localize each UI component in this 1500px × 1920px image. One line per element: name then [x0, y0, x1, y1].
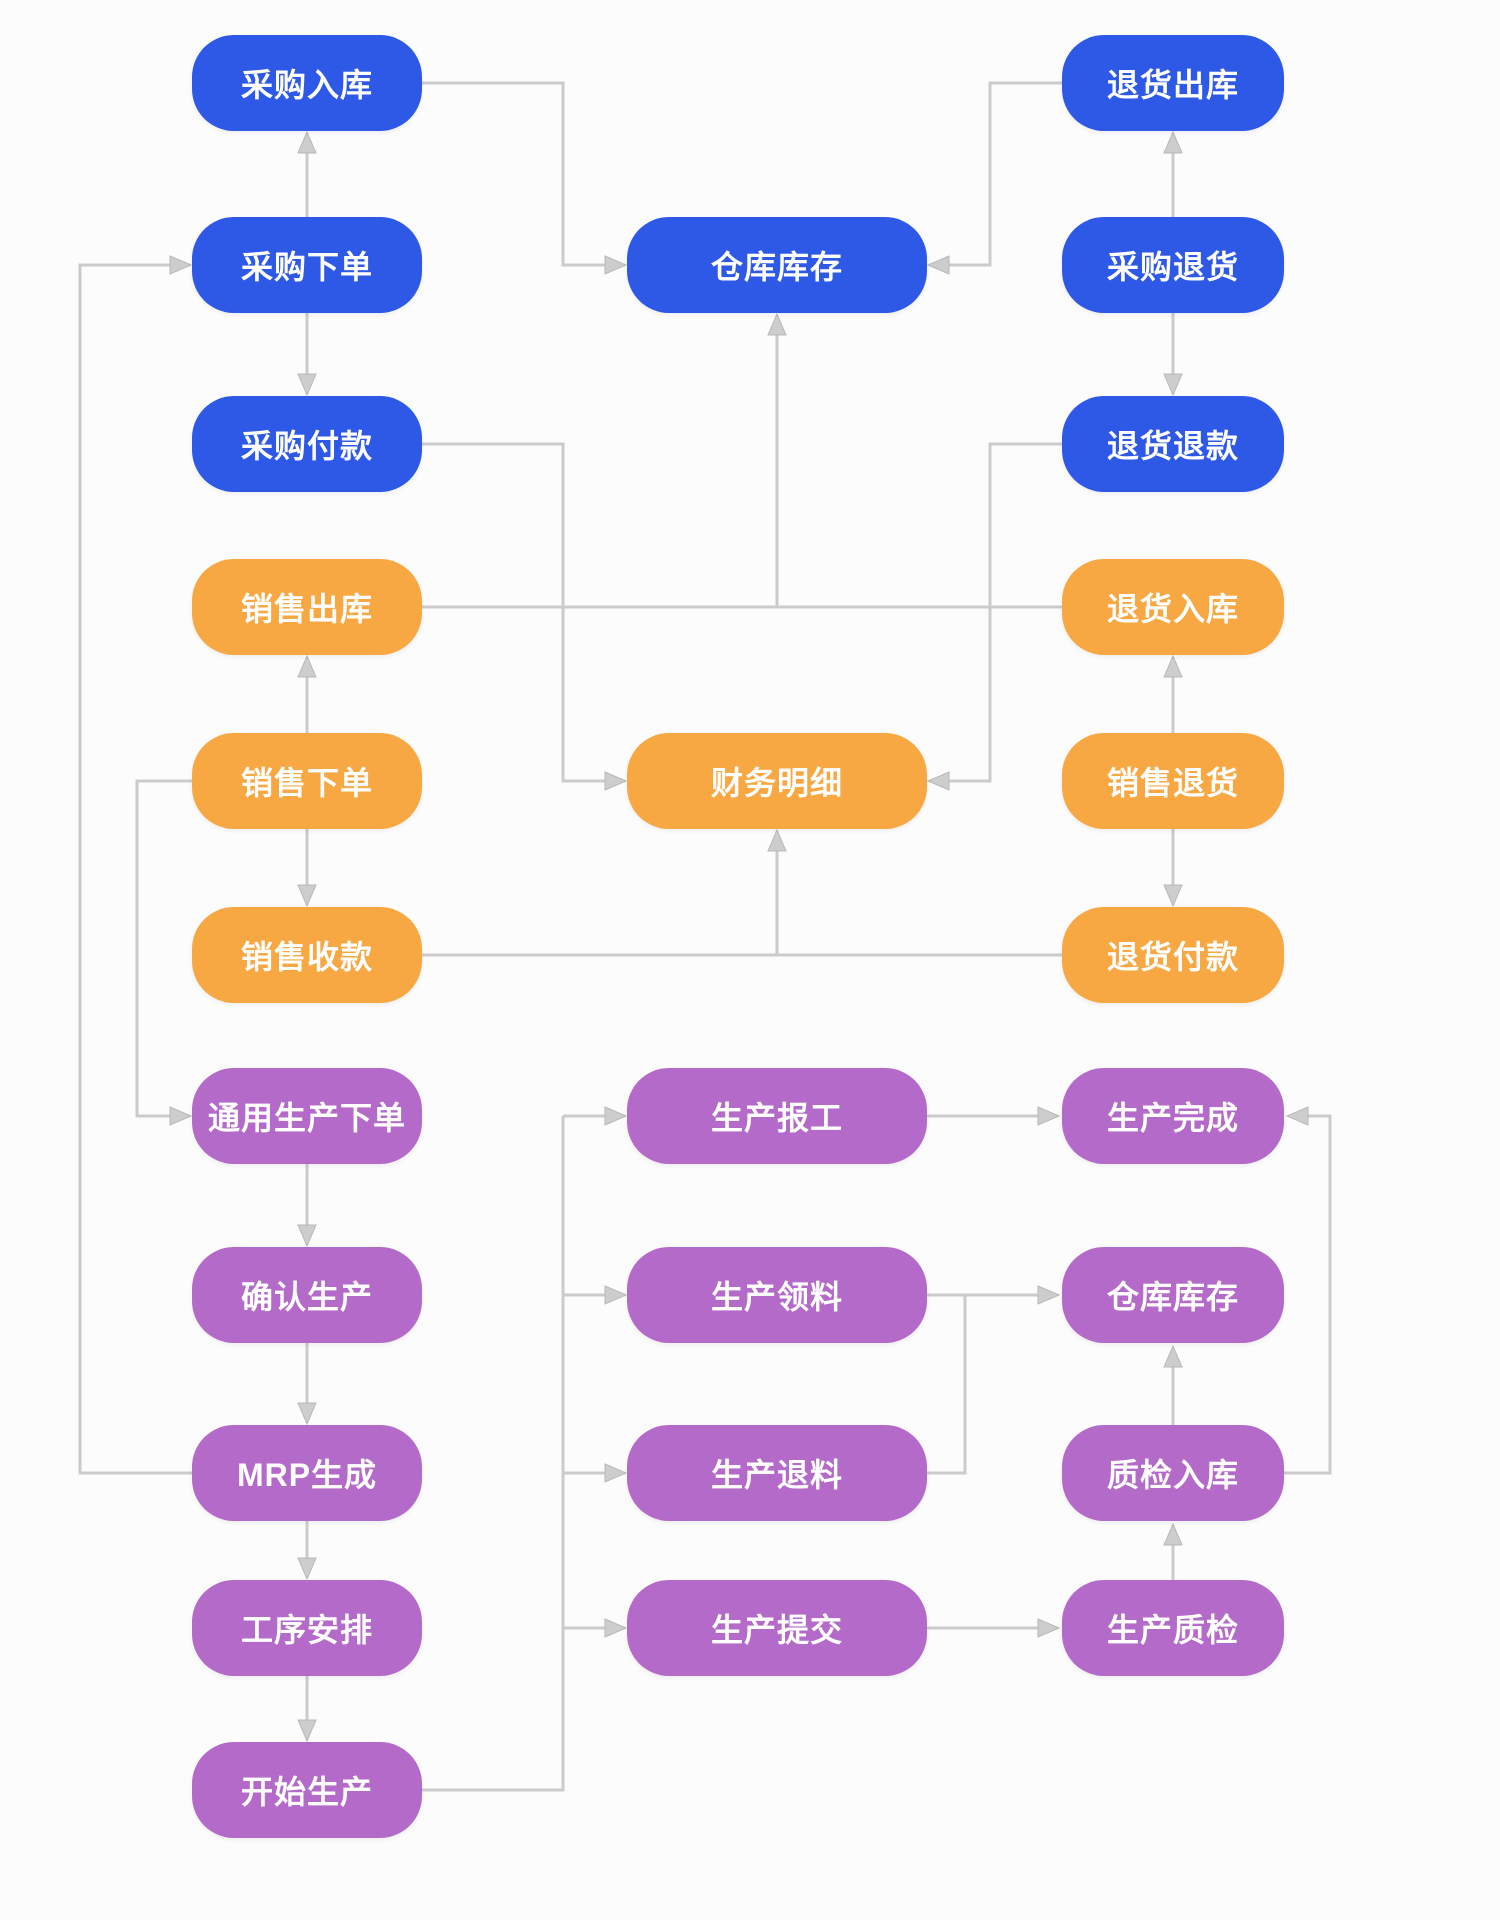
- node-return-outbound: 退货出库: [1062, 35, 1284, 131]
- node-label: 采购退货: [1106, 249, 1239, 285]
- edge-production-material-return-picking-line: [927, 1295, 967, 1475]
- node-label: 生产质检: [1106, 1612, 1239, 1648]
- node-purchase-inbound: 采购入库: [192, 35, 422, 131]
- node-label: 生产提交: [710, 1612, 843, 1648]
- edge-return-refund-finance-detail: [926, 442, 1062, 791]
- node-sales-order: 销售下单: [192, 733, 422, 829]
- node-production-complete: 生产完成: [1062, 1068, 1284, 1164]
- node-label: 退货付款: [1106, 939, 1239, 975]
- node-return-payment: 退货付款: [1062, 907, 1284, 1003]
- node-label: 通用生产下单: [207, 1100, 406, 1136]
- node-label: 生产退料: [710, 1457, 843, 1493]
- node-general-production-order: 通用生产下单: [192, 1068, 422, 1164]
- node-label: 采购付款: [240, 428, 373, 464]
- node-label: 退货入库: [1106, 591, 1239, 627]
- node-confirm-production: 确认生产: [192, 1247, 422, 1343]
- edge-purchase-inbound-warehouse-stock: [422, 81, 628, 275]
- node-label: 确认生产: [240, 1279, 373, 1315]
- node-label: 退货退款: [1106, 428, 1239, 464]
- edges-group: [78, 81, 1332, 1792]
- node-production-qc: 生产质检: [1062, 1580, 1284, 1676]
- node-purchase-order: 采购下单: [192, 217, 422, 313]
- node-qc-inbound: 质检入库: [1062, 1425, 1284, 1521]
- node-label: 生产报工: [710, 1100, 843, 1136]
- node-purchase-payment: 采购付款: [192, 396, 422, 492]
- node-return-refund: 退货退款: [1062, 396, 1284, 492]
- node-production-material-return: 生产退料: [627, 1425, 927, 1521]
- node-label: 开始生产: [240, 1774, 373, 1810]
- node-label: 采购入库: [240, 67, 373, 103]
- node-sales-receipt: 销售收款: [192, 907, 422, 1003]
- edge-sales-order-general-production-order: [135, 779, 193, 1126]
- node-start-production: 开始生产: [192, 1742, 422, 1838]
- node-production-report: 生产报工: [627, 1068, 927, 1164]
- node-label: 销售退货: [1106, 765, 1239, 801]
- node-warehouse-stock-2: 仓库库存: [1062, 1247, 1284, 1343]
- edge-mrp-generate-purchase-order: [78, 255, 193, 1475]
- node-label: 仓库库存: [710, 249, 843, 285]
- node-label: 仓库库存: [1106, 1279, 1239, 1315]
- edge-return-outbound-warehouse-stock: [926, 81, 1062, 275]
- node-sales-outbound: 销售出库: [192, 559, 422, 655]
- edge-qc-inbound-production-complete: [1284, 1106, 1332, 1475]
- node-production-submit: 生产提交: [627, 1580, 927, 1676]
- node-sales-return: 销售退货: [1062, 733, 1284, 829]
- node-warehouse-stock: 仓库库存: [627, 217, 927, 313]
- node-process-arrange: 工序安排: [192, 1580, 422, 1676]
- node-label: 生产完成: [1106, 1100, 1239, 1136]
- node-label: 工序安排: [240, 1612, 373, 1648]
- node-label: MRP生成: [236, 1457, 378, 1493]
- node-label: 生产领料: [710, 1279, 843, 1315]
- node-label: 销售出库: [240, 591, 373, 627]
- edge-start-production-production-bus: [422, 1116, 565, 1792]
- node-return-inbound: 退货入库: [1062, 559, 1284, 655]
- node-label: 财务明细: [710, 765, 843, 801]
- node-label: 销售下单: [240, 765, 373, 801]
- node-label: 质检入库: [1106, 1457, 1239, 1493]
- node-purchase-return: 采购退货: [1062, 217, 1284, 313]
- node-label: 退货出库: [1106, 67, 1239, 103]
- node-label: 采购下单: [240, 249, 373, 285]
- node-production-picking: 生产领料: [627, 1247, 927, 1343]
- node-mrp-generate: MRP生成: [192, 1425, 422, 1521]
- node-label: 销售收款: [240, 939, 373, 975]
- node-finance-detail: 财务明细: [627, 733, 927, 829]
- edge-purchase-payment-finance-detail: [422, 442, 628, 791]
